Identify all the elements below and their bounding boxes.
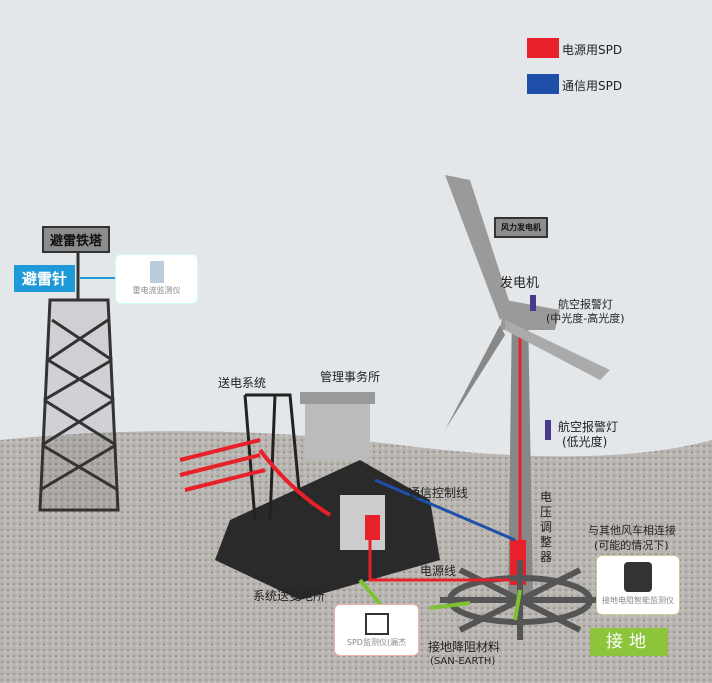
substation [179,392,440,600]
substation-label: 系统送变电所 [253,589,326,603]
rod-label: 避雷针 [14,265,76,292]
comm-line-label: 通信控制线 [408,486,469,500]
power-line-label: 电源线 [420,564,457,578]
monitor-icon [149,261,164,283]
ground-monitor-label: 接地电阻智能监测仪 [602,596,674,605]
spd-monitor-card: SPD监测仪(漏杰 [334,604,419,656]
power-spd-swatch [527,38,559,58]
aviation-light-low-label: 航空报警灯 [558,420,619,434]
spd-monitor-label: SPD监测仪(漏杰 [346,638,407,647]
management-label: 管理事务所 [320,370,381,384]
aviation-light-low-sub: (低光度) [562,435,608,449]
transmission-label: 送电系统 [218,376,267,390]
lightning-monitor-card: 雷电流监测仪 [115,254,198,304]
ground-monitor-card: 接地电阻智能监测仪 [596,555,680,615]
grounding-material-label: 接地降阻材料 [428,640,501,654]
connect-other-label: 与其他风车相连接 [588,524,676,537]
legend-power-spd: 电源用SPD [562,43,623,57]
connect-other-sub: (可能的情况下) [594,539,669,552]
ground-label: 接地 [590,628,668,656]
wind-turbine-tag: 风力发电机 [494,217,548,238]
comm-control-line [374,478,516,542]
legend-comm-spd: 通信用SPD [562,79,623,93]
power-line [368,540,510,582]
tower-tag: 避雷铁塔 [42,226,111,253]
ground-monitor-icon [624,562,652,592]
wind-turbine [440,175,610,640]
lightning-monitor-label: 雷电流监测仪 [132,286,181,295]
aviation-light-high-sub: (中光度-高光度) [546,312,625,325]
spd-monitor-icon [364,613,389,635]
aviation-light-high-label: 航空报警灯 [558,298,613,311]
comm-spd-swatch [527,74,559,94]
grounding-material-sub: (SAN-EARTH) [430,656,496,667]
lightning-tower [38,245,120,512]
generator-label: 发电机 [500,276,540,291]
voltage-regulator-label: 电压调整器 [540,490,553,564]
